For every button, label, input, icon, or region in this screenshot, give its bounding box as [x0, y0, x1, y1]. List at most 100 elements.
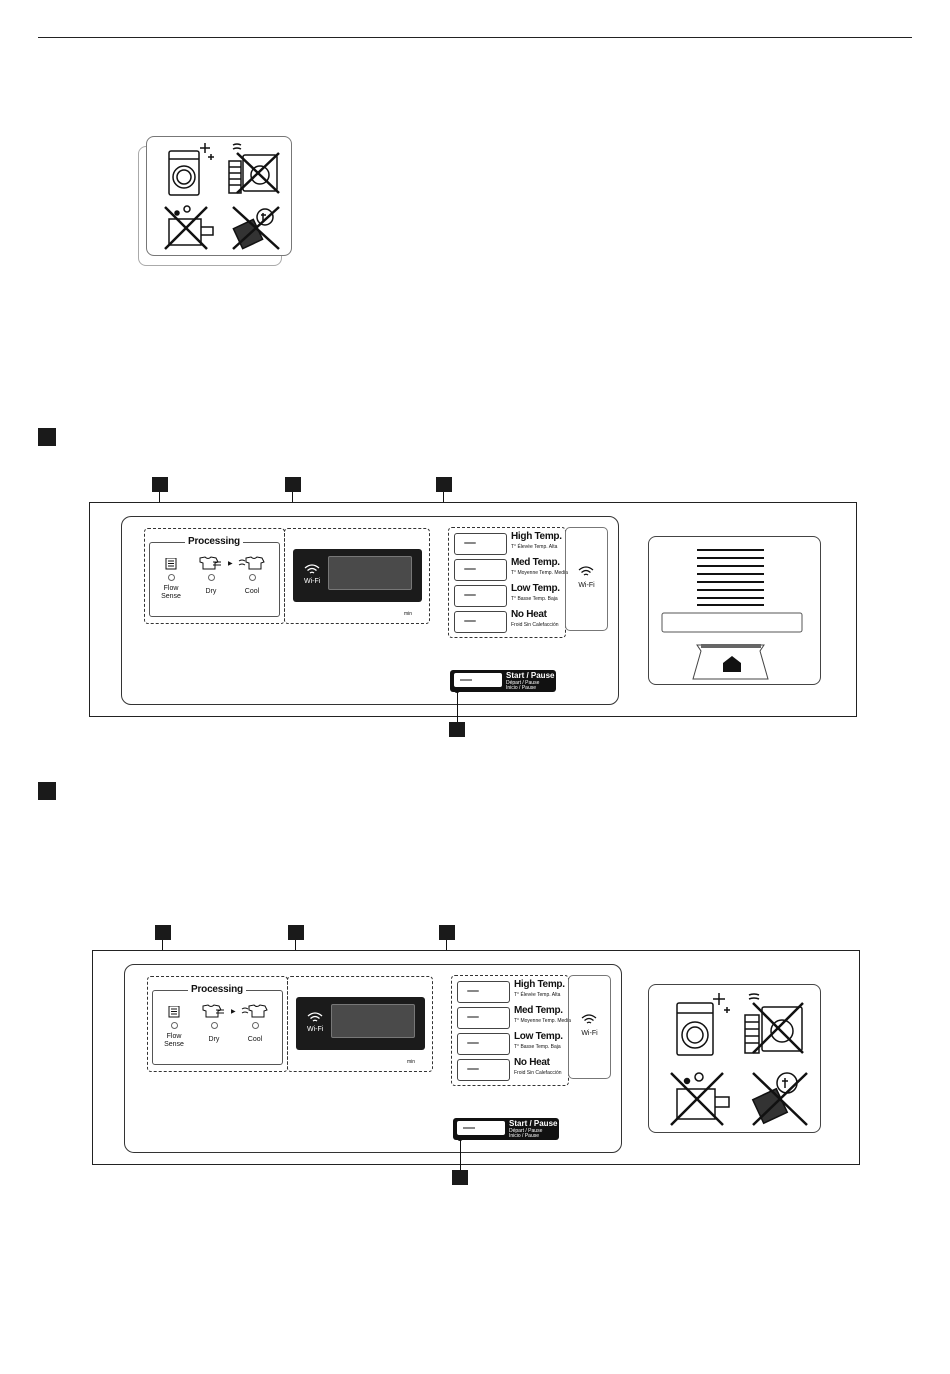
processing-title: Processing: [185, 536, 243, 547]
control-face: Processing Flow Sense Dry ▶ Cool: [121, 516, 619, 705]
temp-label: Med Temp.: [511, 557, 560, 568]
section-marker-1: [38, 428, 56, 446]
care-icons: [164, 143, 280, 250]
wifi-icon: [581, 1012, 597, 1030]
temp-label: No Heat: [514, 1057, 550, 1068]
start-label: Start / Pause: [509, 1119, 558, 1128]
callout-tag: [285, 477, 301, 492]
cool-shirt-icon: [238, 555, 268, 576]
dry-shirt-icon: [197, 556, 225, 575]
indicator-label: Dry: [205, 588, 217, 595]
start-pause-button[interactable]: Start / Pause Départ / Pause Inicio / Pa…: [453, 1118, 559, 1140]
callout-tag: [439, 925, 455, 940]
time-remaining-group: Wi-Fi min: [284, 528, 430, 624]
label-slot: [648, 536, 821, 685]
wifi-button-label: Wi-Fi: [578, 582, 595, 589]
start-sublabel: Inicio / Pause: [506, 685, 537, 691]
no-chemical-icon: [670, 1072, 730, 1126]
temp-label: No Heat: [511, 609, 547, 620]
care-card-stack: [136, 136, 292, 266]
section-marker-2: [38, 782, 56, 800]
wifi-icon: [307, 1010, 323, 1028]
start-sublabel: Départ / Pause: [509, 1128, 543, 1134]
start-sublabel: Inicio / Pause: [509, 1133, 540, 1139]
temp-sublabel: Froid Sin Calefacción: [514, 1070, 562, 1076]
med-temp-button[interactable]: [454, 559, 507, 581]
temp-label: High Temp.: [514, 979, 565, 990]
wifi-label: Wi-Fi: [304, 578, 321, 585]
temp-label: High Temp.: [511, 531, 562, 542]
no-heat-button[interactable]: [454, 611, 507, 633]
temperature-group: High Temp. T° Élevée Temp. Alta Med Temp…: [448, 527, 568, 638]
temp-label: Low Temp.: [511, 583, 560, 594]
care-icons-card: [648, 984, 821, 1133]
high-temp-button[interactable]: [457, 981, 510, 1003]
time-remaining-group: Wi-Fi min: [287, 976, 433, 1072]
temp-sublabel: T° Moyenne Temp. Media: [514, 1018, 571, 1024]
time-display: Wi-Fi: [293, 549, 422, 602]
temp-label: Low Temp.: [514, 1031, 563, 1042]
control-panel-1: Processing Flow Sense Dry ▶ Cool: [89, 502, 857, 717]
washer-sparkle-icon: [168, 143, 214, 196]
temp-sublabel: T° Élevée Temp. Alta: [514, 992, 561, 998]
washer-sparkle-icon: [676, 993, 730, 1056]
indicator-label: Cool: [244, 588, 260, 595]
indicator-label: Dry: [208, 1036, 220, 1043]
control-panel-2: Processing Flow Sense Dry ▶ Cool: [92, 950, 860, 1165]
processing-title: Processing: [188, 984, 246, 995]
wifi-icon: [304, 562, 320, 580]
indicator-led: [168, 574, 175, 581]
indicator-led: [208, 574, 215, 581]
control-face: Processing Flow Sense Dry ▶ Cool: [124, 964, 622, 1153]
wifi-button[interactable]: Wi-Fi: [568, 975, 611, 1079]
start-sublabel: Départ / Pause: [506, 680, 540, 686]
no-heat-button[interactable]: [457, 1059, 510, 1081]
temp-sublabel: T° Basse Temp. Baja: [514, 1044, 561, 1050]
start-pause-button[interactable]: Start / Pause Départ / Pause Inicio / Pa…: [450, 670, 556, 692]
no-heater-icon: [744, 993, 804, 1054]
wifi-icon: [578, 564, 594, 582]
wifi-button-label: Wi-Fi: [581, 1030, 598, 1037]
indicator-label: Cool: [247, 1036, 263, 1043]
start-label: Start / Pause: [506, 671, 555, 680]
flow-sense-icon: [159, 557, 183, 575]
callout-tag: [449, 722, 465, 737]
time-display: Wi-Fi: [296, 997, 425, 1050]
indicator-label: Flow Sense: [164, 1033, 184, 1048]
callout-tag: [152, 477, 168, 492]
temp-sublabel: Froid Sin Calefacción: [511, 622, 559, 628]
indicator-led: [171, 1022, 178, 1029]
temp-sublabel: T° Moyenne Temp. Media: [511, 570, 568, 576]
min-label: min: [404, 611, 413, 617]
time-readout: [331, 1004, 415, 1038]
dry-shirt-icon: [200, 1004, 228, 1023]
time-readout: [328, 556, 412, 590]
indicator-led: [211, 1022, 218, 1029]
no-chemical-icon: [164, 205, 214, 250]
top-rule: [38, 37, 912, 38]
no-heater-icon: [228, 143, 280, 194]
low-temp-button[interactable]: [457, 1033, 510, 1055]
no-pet-icon: [751, 1072, 808, 1126]
temp-sublabel: T° Basse Temp. Baja: [511, 596, 558, 602]
indicator-led: [249, 574, 256, 581]
min-label: min: [407, 1059, 416, 1065]
med-temp-button[interactable]: [457, 1007, 510, 1029]
low-temp-button[interactable]: [454, 585, 507, 607]
cool-shirt-icon: [241, 1003, 271, 1024]
callout-tag: [288, 925, 304, 940]
callout-tag: [155, 925, 171, 940]
processing-group: Processing Flow Sense Dry ▶ Cool: [144, 528, 285, 624]
processing-group: Processing Flow Sense Dry ▶ Cool: [147, 976, 288, 1072]
wifi-button[interactable]: Wi-Fi: [565, 527, 608, 631]
callout-tag: [452, 1170, 468, 1185]
callout-tag: [436, 477, 452, 492]
indicator-label: Flow Sense: [161, 585, 181, 600]
high-temp-button[interactable]: [454, 533, 507, 555]
wifi-label: Wi-Fi: [307, 1026, 324, 1033]
no-pet-icon: [232, 206, 280, 250]
temperature-group: High Temp. T° Élevée Temp. Alta Med Temp…: [451, 975, 571, 1086]
temp-sublabel: T° Élevée Temp. Alta: [511, 544, 558, 550]
indicator-led: [252, 1022, 259, 1029]
temp-label: Med Temp.: [514, 1005, 563, 1016]
